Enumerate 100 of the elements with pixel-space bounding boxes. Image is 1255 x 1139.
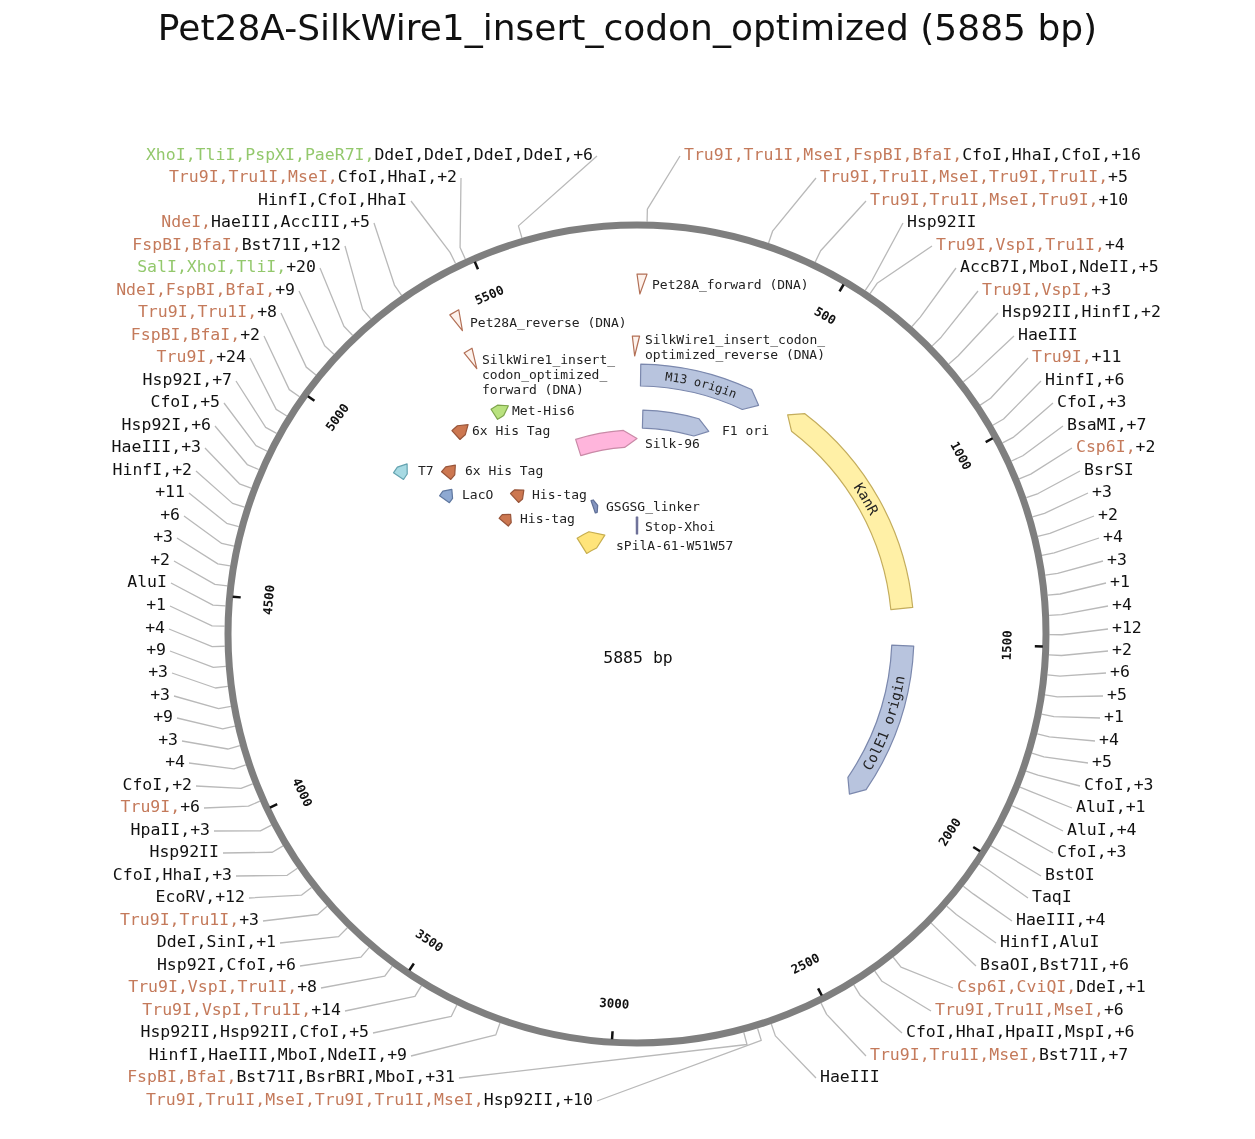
enzyme-label: AluI,+4 xyxy=(1067,820,1137,840)
enzyme-label: +3 xyxy=(1092,482,1112,502)
enzyme-label: AccB7I,MboI,NdeII,+5 xyxy=(960,257,1159,277)
enzyme-label: +5 xyxy=(1092,752,1112,772)
tick-label: 500 xyxy=(811,303,839,328)
enzyme-label: HaeIII,+4 xyxy=(1016,910,1106,930)
leader-line xyxy=(168,628,226,648)
leader-line xyxy=(1018,447,1073,480)
leader-line xyxy=(373,222,403,296)
enzyme-label: AluI xyxy=(127,572,167,592)
enzyme-label: Tru9I,+6 xyxy=(120,797,200,817)
enzyme-label: +4 xyxy=(1099,730,1119,750)
enzyme-label: Tru9I,Tru1I,MseI,FspBI,BfaI,CfoI,HhaI,CfoI,+16 xyxy=(684,145,1141,165)
leader-line xyxy=(911,267,957,328)
enzyme-label: BsrSI xyxy=(1084,460,1134,480)
enzyme-label: Tru9I,Tru1I,MseI,Tru9I,Tru1I,+5 xyxy=(820,167,1128,187)
tick-label: 4000 xyxy=(289,775,316,809)
enzyme-label: HpaII,+3 xyxy=(130,820,210,840)
leader-line xyxy=(173,560,228,587)
leader-line xyxy=(1036,733,1096,742)
leader-line xyxy=(263,335,301,398)
enzyme-label: +3 xyxy=(148,662,168,682)
enzyme-label: +2 xyxy=(1112,640,1132,660)
enzyme-label: +4 xyxy=(165,752,185,772)
leader-line xyxy=(990,845,1042,877)
enzyme-label: +6 xyxy=(160,505,180,525)
enzyme-label: Hsp92II xyxy=(907,212,977,232)
tick-label: 2500 xyxy=(788,949,823,977)
leader-line xyxy=(517,155,598,239)
enzyme-label: +1 xyxy=(1104,707,1124,727)
leader-line xyxy=(646,155,681,223)
enzyme-label: Tru9I,Tru1I,MseI,Tru9I,Tru1I,MseI,Hsp92II,+10 xyxy=(145,1090,593,1110)
feature-label: Stop-Xhoi xyxy=(645,518,716,534)
enzyme-label: Tru9I,VspI,+3 xyxy=(982,280,1112,300)
enzyme-label: HaeIII,+3 xyxy=(111,437,201,457)
enzyme-label: Tru9I,Tru1I,+3 xyxy=(119,910,259,930)
enzyme-label: +2 xyxy=(150,550,170,570)
leader-line xyxy=(767,177,817,244)
enzyme-label: HinfI,AluI xyxy=(1000,932,1100,952)
leader-line xyxy=(372,1004,458,1034)
leader-line xyxy=(188,492,240,528)
enzyme-label: FspBI,BfaI,+2 xyxy=(130,325,260,345)
leader-line xyxy=(320,965,393,989)
enzyme-label: FspBI,BfaI,Bst71I,BsrBRI,MboI,+31 xyxy=(127,1067,455,1087)
leader-line xyxy=(410,200,457,265)
enzyme-label: +3 xyxy=(158,730,178,750)
tick-label: 5500 xyxy=(472,281,506,308)
tick-label: 3000 xyxy=(598,994,630,1012)
leader-line xyxy=(992,380,1042,426)
enzyme-label: TaqI xyxy=(1032,887,1072,907)
leader-line xyxy=(962,885,1013,922)
enzyme-label: HinfI,HaeIII,MboI,NdeII,+9 xyxy=(148,1045,407,1065)
leader-line xyxy=(181,740,241,750)
leader-line xyxy=(458,1031,748,1079)
enzyme-label: BsaMI,+7 xyxy=(1067,415,1147,435)
leader-line xyxy=(170,582,227,607)
primer-label: SilkWire1_insert_codon_optimized_forward (DNA) xyxy=(482,352,617,397)
enzyme-label: Tru9I,VspI,Tru1I,+14 xyxy=(142,1000,341,1020)
leader-line xyxy=(410,1022,501,1057)
leader-line xyxy=(864,222,904,292)
enzyme-label: CfoI,HhaI,+3 xyxy=(112,865,232,885)
leader-line xyxy=(195,783,254,790)
enzyme-label: NdeI,HaeIII,AccIII,+5 xyxy=(161,212,370,232)
enzyme-label: FspBI,BfaI,Bst71I,+12 xyxy=(132,235,341,255)
feature-label: His-tag xyxy=(520,510,575,526)
enzyme-label: Hsp92I,+6 xyxy=(121,415,211,435)
leader-line xyxy=(930,922,977,967)
enzyme-label: Hsp92II xyxy=(149,842,219,862)
enzyme-label: Tru9I,VspI,Tru1I,+8 xyxy=(128,977,317,997)
leader-line xyxy=(853,984,903,1034)
enzyme-label: +9 xyxy=(153,707,173,727)
enzyme-label: AluI,+1 xyxy=(1076,797,1146,817)
leader-line xyxy=(203,800,261,809)
leader-line xyxy=(298,290,335,355)
leader-line xyxy=(183,515,235,547)
enzyme-label: Tru9I,+11 xyxy=(1032,347,1122,367)
primer-label: Pet28A_forward (DNA) xyxy=(652,276,809,292)
enzyme-label: +12 xyxy=(1112,618,1142,638)
leader-line xyxy=(176,717,236,730)
feature-label: Silk-96 xyxy=(645,435,700,451)
enzyme-label: HinfI,+6 xyxy=(1045,370,1125,390)
leader-line xyxy=(1011,805,1064,832)
leader-line xyxy=(1046,672,1107,677)
leader-line xyxy=(814,200,867,263)
leader-line xyxy=(176,537,231,567)
leader-line xyxy=(1025,470,1081,499)
leader-line xyxy=(1001,824,1054,854)
enzyme-label: Tru9I,Tru1I,MseI,CfoI,HhaI,+2 xyxy=(168,167,457,187)
enzyme-label: CfoI,+2 xyxy=(122,775,192,795)
feature-label: M13 origin xyxy=(664,369,739,402)
enzyme-label: Hsp92II,HinfI,+2 xyxy=(1002,302,1161,322)
feature-label: sPilA-61-W51W57 xyxy=(616,537,734,553)
leader-line xyxy=(222,845,284,854)
leader-line xyxy=(892,956,954,989)
leader-line xyxy=(979,357,1029,406)
leader-line xyxy=(344,245,372,320)
leader-line xyxy=(596,1027,762,1102)
leader-line xyxy=(195,470,246,508)
feature-label: F1 ori xyxy=(722,422,769,438)
enzyme-label: +3 xyxy=(153,527,173,547)
